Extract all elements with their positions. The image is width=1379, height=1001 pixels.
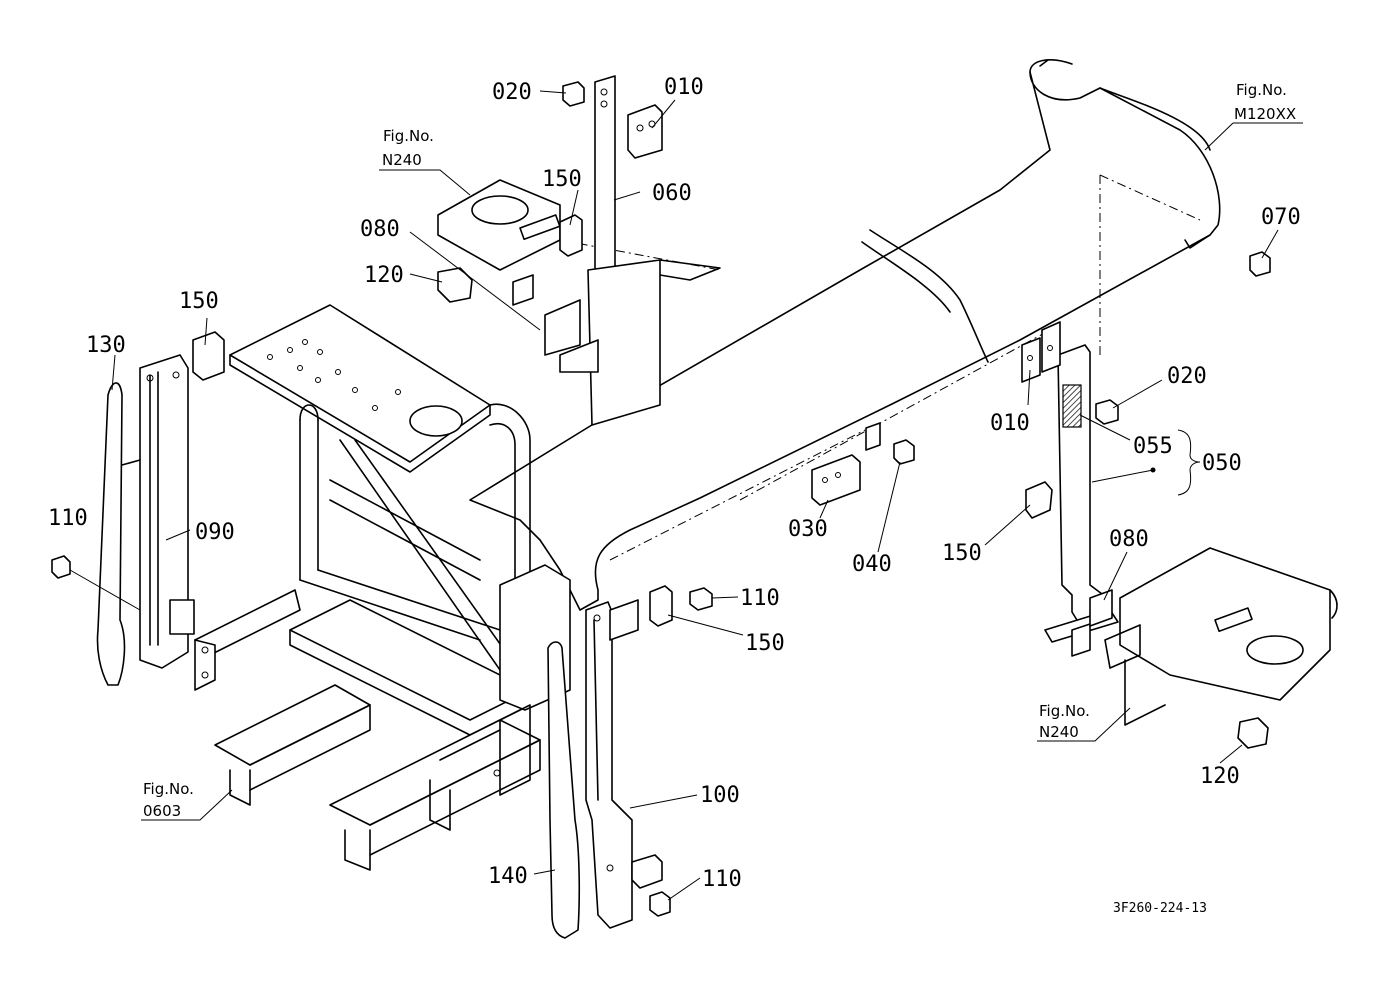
main-frame (194, 304, 571, 871)
part-labels: 020 010 150 060 080 120 150 130 110 090 … (48, 75, 1301, 892)
drawing-code: 3F260-224-13 (1113, 901, 1207, 916)
part-label-010: 010 (664, 75, 704, 100)
part-label-055: 055 (1133, 434, 1173, 459)
part-label-020: 020 (492, 80, 532, 105)
part-label-020: 020 (1167, 364, 1207, 389)
part-label-150: 150 (179, 289, 219, 314)
fig-ref-code: N240 (382, 151, 422, 169)
part-label-150: 150 (942, 541, 982, 566)
top-center-assembly (437, 75, 721, 426)
part-label-080: 080 (360, 217, 400, 242)
part-label-060: 060 (652, 181, 692, 206)
figure-references: Fig.No. N240 Fig.No. M120XX Fig.No. N240… (143, 81, 1296, 820)
part-label-010: 010 (990, 411, 1030, 436)
part-label-150: 150 (542, 167, 582, 192)
part-label-120: 120 (1200, 764, 1240, 789)
part-label-120: 120 (364, 263, 404, 288)
part-label-140: 140 (488, 864, 528, 889)
part-label-150: 150 (745, 631, 785, 656)
part-label-030: 030 (788, 517, 828, 542)
part-label-070: 070 (1261, 205, 1301, 230)
part-label-110: 110 (48, 506, 88, 531)
part-label-080: 080 (1109, 527, 1149, 552)
part-label-110: 110 (702, 867, 742, 892)
part-label-090: 090 (195, 520, 235, 545)
part-label-130: 130 (86, 333, 126, 358)
left-cover-assembly (51, 331, 225, 686)
fig-ref-label: Fig.No. (1236, 81, 1287, 99)
front-cover-assembly (547, 585, 713, 939)
fig-ref-code: N240 (1039, 723, 1079, 741)
fig-ref-label: Fig.No. (383, 127, 434, 145)
part-label-040: 040 (852, 552, 892, 577)
fig-ref-code: 0603 (143, 802, 181, 820)
leader-lines (111, 90, 1303, 901)
bonnet (469, 59, 1221, 611)
right-assembly (1021, 251, 1338, 749)
part-label-100: 100 (700, 783, 740, 808)
part-label-110: 110 (740, 586, 780, 611)
plate-holes (267, 339, 401, 411)
center-small-parts (811, 422, 915, 506)
fig-ref-code: M120XX (1234, 105, 1296, 123)
fig-ref-label: Fig.No. (143, 780, 194, 798)
part-label-050: 050 (1202, 451, 1242, 476)
fig-ref-label: Fig.No. (1039, 702, 1090, 720)
